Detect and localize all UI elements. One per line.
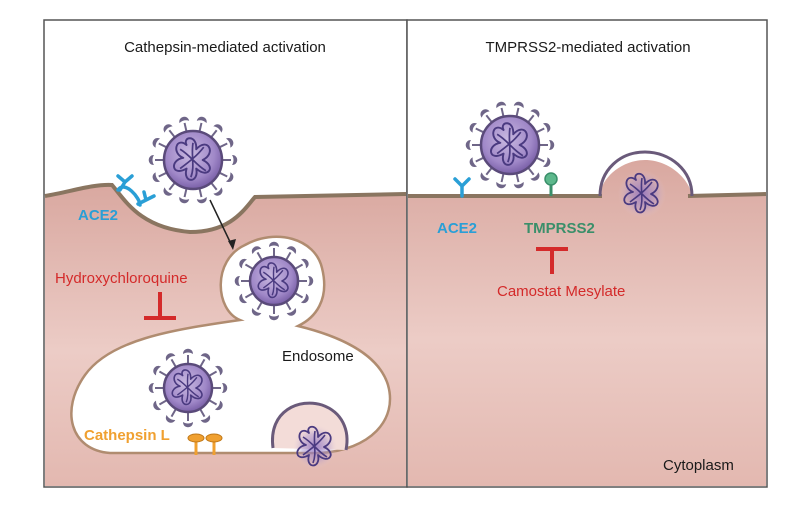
cytoplasm-right: [408, 160, 766, 486]
plasma-membrane-right: [408, 192, 767, 198]
ace2-label-right: ACE2: [437, 220, 477, 237]
virus-in-endosome-top-icon: [234, 241, 314, 321]
virus-attaching-left-icon: [148, 116, 238, 204]
virus-in-endosome-bottom-icon: [148, 348, 228, 428]
camostat-inhibitor-icon: [536, 247, 568, 274]
ace2-receptor-left-icon: [116, 174, 156, 207]
tmprss2-protease-icon: [544, 172, 558, 196]
panel-title-tmprss2: TMPRSS2-mediated activation: [485, 39, 690, 56]
cathepsin-l-label: Cathepsin L: [84, 427, 170, 444]
panel-title-cathepsin: Cathepsin-mediated activation: [124, 39, 326, 56]
endocytosis-arrow: [209, 199, 233, 247]
tmprss2-label: TMPRSS2: [524, 220, 595, 237]
endosome: [70, 235, 392, 455]
ace2-label-left: ACE2: [78, 207, 118, 224]
plasma-membrane-left: [44, 182, 407, 235]
hydroxychloroquine-inhibitor-icon: [144, 292, 176, 320]
cathepsin-l-icon: [187, 433, 223, 455]
cytoplasm-label: Cytoplasm: [663, 457, 734, 474]
endosome-label: Endosome: [282, 348, 354, 365]
hydroxychloroquine-label: Hydroxychloroquine: [55, 270, 188, 287]
camostat-label: Camostat Mesylate: [497, 283, 625, 300]
virus-attaching-right-icon: [465, 101, 555, 189]
ace2-receptor-right-icon: [453, 177, 471, 198]
